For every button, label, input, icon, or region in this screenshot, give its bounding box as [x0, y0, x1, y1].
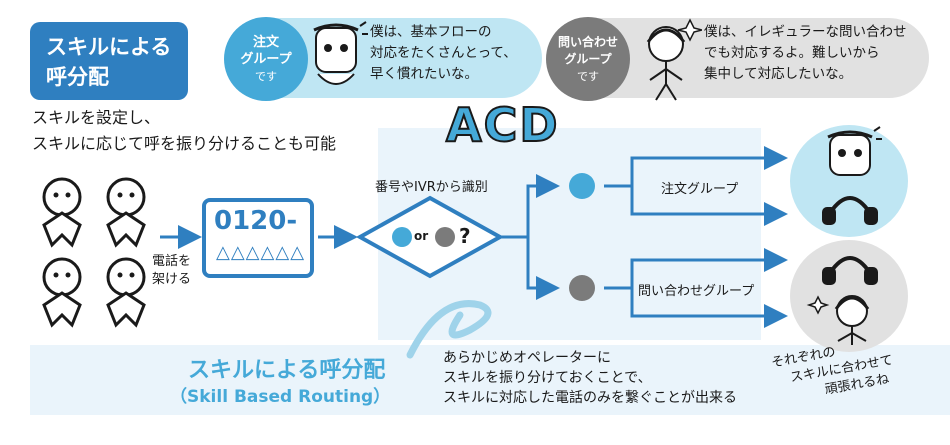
- inquiry-circle-line1: 問い合わせ: [557, 34, 618, 49]
- blue-dot-icon: [392, 227, 412, 247]
- operator-face-icon: [827, 126, 882, 176]
- caller-icon: [106, 257, 146, 328]
- title-line1: スキルによる: [46, 35, 172, 59]
- intro-text: スキルを設定し、 スキルに応じて呼を振り分けることも可能: [32, 105, 336, 157]
- phone-digits: △△△△△△: [216, 242, 306, 263]
- decision-diamond: [355, 195, 505, 279]
- order-group-circle: 注文 グループ です: [224, 17, 308, 101]
- caller-icon: [106, 177, 146, 248]
- bottom-subtitle: （Skill Based Routing）: [170, 387, 391, 407]
- phone-number: 0120-: [214, 206, 298, 236]
- bottom-title: スキルによる呼分配: [188, 358, 386, 383]
- acd-title: ACD: [445, 97, 560, 153]
- order-circle-line2: グループ: [240, 51, 292, 67]
- intro-line1: スキルを設定し、: [32, 108, 161, 127]
- bottom-band: [30, 345, 950, 415]
- callers-group: [42, 177, 146, 328]
- operator-face-icon: [313, 21, 368, 85]
- order-group-speech: 僕は、基本フローの 対応をたくさんとって、 早く慣れたいな。: [370, 24, 517, 82]
- caller-icon: [42, 177, 82, 248]
- call-label-line2: 架ける: [152, 272, 192, 287]
- inquiry-circle-line3: です: [577, 69, 599, 83]
- identify-label: 番号やIVRから識別: [375, 180, 488, 195]
- gray-dot-icon: [435, 227, 455, 247]
- inquiry-route-dot-icon: [569, 275, 595, 301]
- phone-number-box: [202, 198, 314, 278]
- decorative-swirl-icon: [406, 300, 492, 359]
- diamond-or: or: [414, 229, 429, 243]
- call-label-line1: 電話を: [152, 254, 192, 269]
- bottom-line2: スキルを振り分けておくことで、: [443, 370, 652, 386]
- order-route-dot-icon: [569, 173, 595, 199]
- inquiry-circle-line2: グループ: [564, 51, 612, 66]
- title-box: スキルによる 呼分配: [30, 22, 188, 100]
- diamond-question: ?: [459, 224, 471, 248]
- caller-icon: [42, 257, 82, 328]
- bottom-line1: あらかじめオペレーターに: [443, 350, 611, 366]
- headset-icon: [822, 196, 878, 225]
- branch-lower-label: 問い合わせグループ: [638, 284, 755, 299]
- headset-operator-icon: [646, 18, 702, 101]
- order-circle-line1: 注文: [252, 34, 279, 50]
- title-line2: 呼分配: [46, 65, 109, 89]
- order-circle-line3: です: [255, 69, 277, 83]
- bottom-description: あらかじめオペレーターに スキルを振り分けておくことで、 スキルに対応した電話の…: [443, 348, 737, 408]
- group-operators: [806, 126, 882, 345]
- branch-upper-label: 注文グループ: [661, 182, 739, 197]
- intro-line2: スキルに応じて呼を振り分けることも可能: [32, 134, 337, 153]
- call-label: 電話を 架ける: [152, 253, 191, 289]
- inquiry-group-circle: 問い合わせ グループ です: [546, 17, 630, 101]
- bottom-line3: スキルに対応した電話のみを繋ぐことが出来る: [443, 390, 737, 406]
- headset-operator-icon: [806, 295, 870, 345]
- inquiry-group-speech: 僕は、イレギュラーな問い合わせ でも対応するよ。難しいから 集中して対応したいな…: [704, 24, 907, 82]
- headset-icon: [822, 256, 878, 285]
